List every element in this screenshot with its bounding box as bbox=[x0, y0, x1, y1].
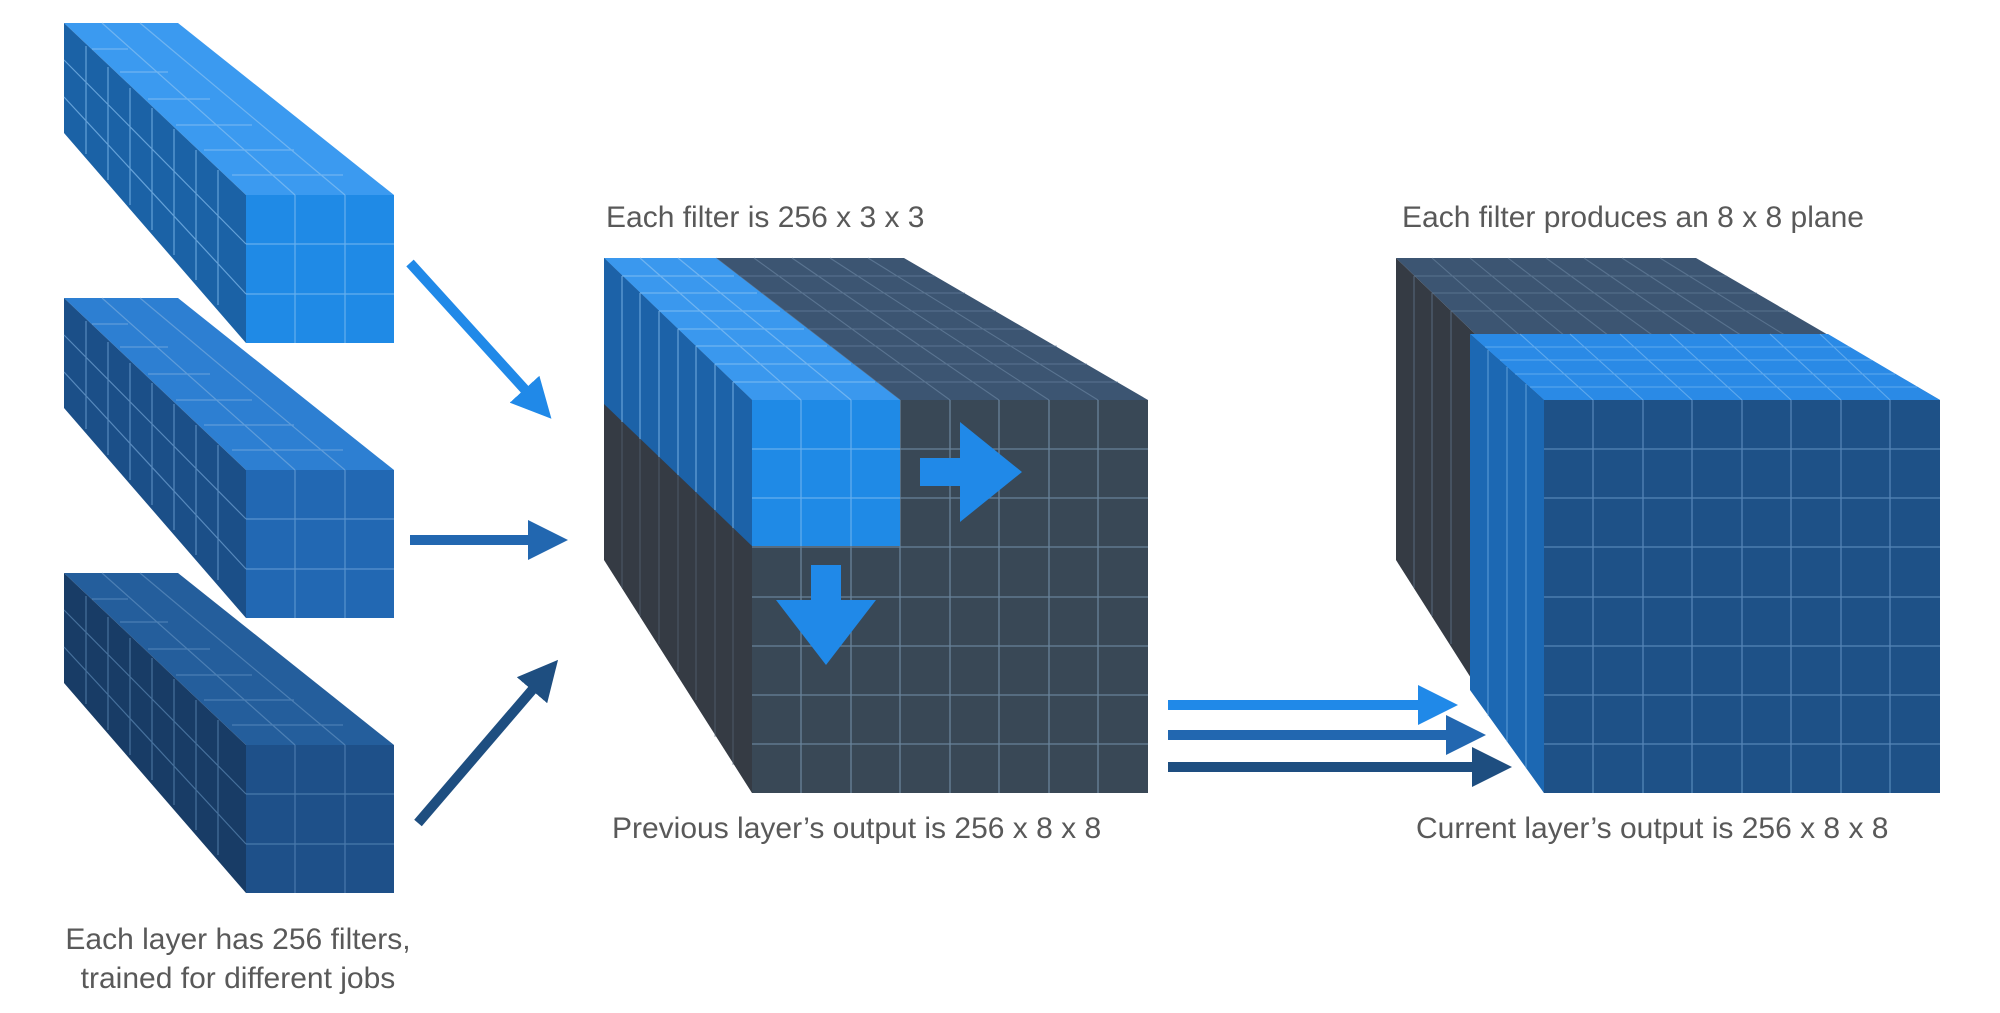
caption-filters-count: Each layer has 256 filters, trained for … bbox=[38, 920, 438, 998]
filter-box-1 bbox=[63, 22, 394, 343]
output-volume bbox=[1396, 257, 1940, 793]
filter-box-2 bbox=[63, 297, 394, 618]
caption-plane: Each filter produces an 8 x 8 plane bbox=[1402, 201, 1864, 234]
filter-box-3 bbox=[63, 572, 394, 893]
slide-right-arrow bbox=[920, 422, 1022, 522]
filter-window-front bbox=[752, 400, 900, 546]
caption-filter-size: Each filter is 256 x 3 x 3 bbox=[606, 201, 925, 234]
arrow-filter3-to-input bbox=[414, 659, 559, 827]
output-plane-top bbox=[1470, 334, 1940, 400]
arrow-filter1-to-input bbox=[406, 259, 552, 419]
slide-down-arrow bbox=[776, 565, 876, 665]
caption-filters-line1: Each layer has 256 filters, bbox=[65, 923, 411, 956]
caption-filters-line2: trained for different jobs bbox=[80, 962, 396, 995]
caption-previous-output: Previous layer’s output is 256 x 8 x 8 bbox=[612, 812, 1102, 845]
input-volume bbox=[604, 257, 1148, 793]
caption-current-output: Current layer’s output is 256 x 8 x 8 bbox=[1416, 812, 1889, 845]
